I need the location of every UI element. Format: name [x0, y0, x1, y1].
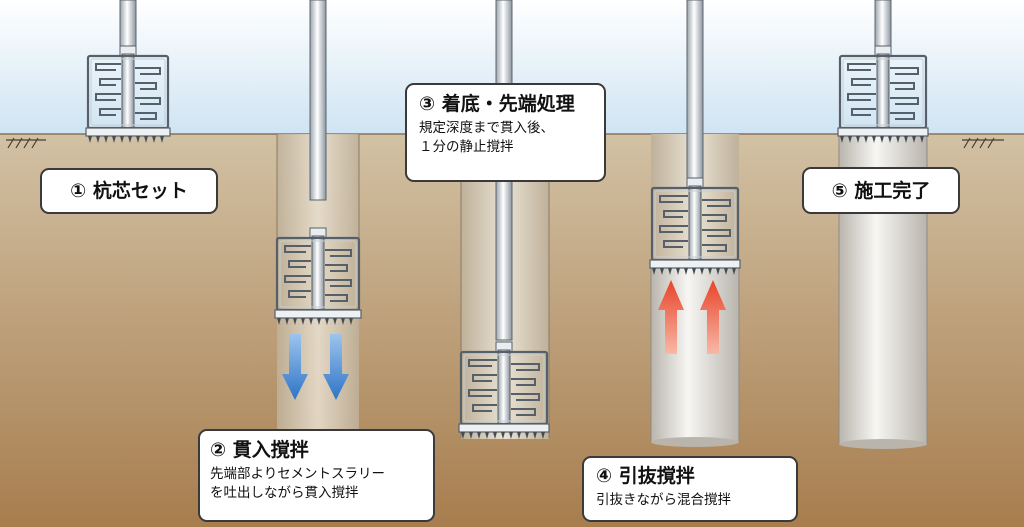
step2-title: ② 貫入撹拌 — [210, 439, 309, 461]
step4-description: 引抜きながら混合撹拌 — [596, 492, 731, 508]
step4-callout: ④ 引抜撹拌 引抜きながら混合撹拌 — [582, 456, 798, 522]
soil-cement-column — [650, 261, 740, 443]
step4-title: ④ 引抜撹拌 — [596, 465, 695, 487]
mixing-head-icon — [274, 227, 362, 325]
step3-title: ③ 着底・先端処理 — [419, 93, 575, 115]
step1-callout: ① 杭芯セット — [40, 168, 218, 214]
step2-description: 先端部よりセメントスラリー を吐出しながら貫入撹拌 — [210, 466, 385, 501]
ground-hatch-icon — [6, 137, 1004, 149]
mixing-head-icon — [458, 341, 550, 439]
step5-callout: ⑤ 施工完了 — [802, 167, 960, 214]
step5-title: ⑤ 施工完了 — [831, 179, 931, 202]
step2-callout: ② 貫入撹拌 先端部よりセメントスラリー を吐出しながら貫入撹拌 — [198, 429, 435, 522]
step2-rig — [274, 0, 362, 444]
step1-title: ① 杭芯セット — [70, 180, 188, 202]
step3-callout: ③ 着底・先端処理 規定深度まで貫入後、 １分の静止撹拌 — [405, 83, 606, 182]
down-arrow-icon — [282, 334, 349, 400]
step3-description: 規定深度まで貫入後、 １分の静止撹拌 — [419, 120, 554, 155]
mixing-head-icon — [649, 177, 741, 275]
mixing-head-icon — [837, 45, 929, 143]
up-arrow-icon — [658, 280, 726, 354]
step4-rig — [649, 0, 741, 447]
step1-rig — [85, 0, 171, 143]
mixing-head-icon — [85, 45, 171, 143]
